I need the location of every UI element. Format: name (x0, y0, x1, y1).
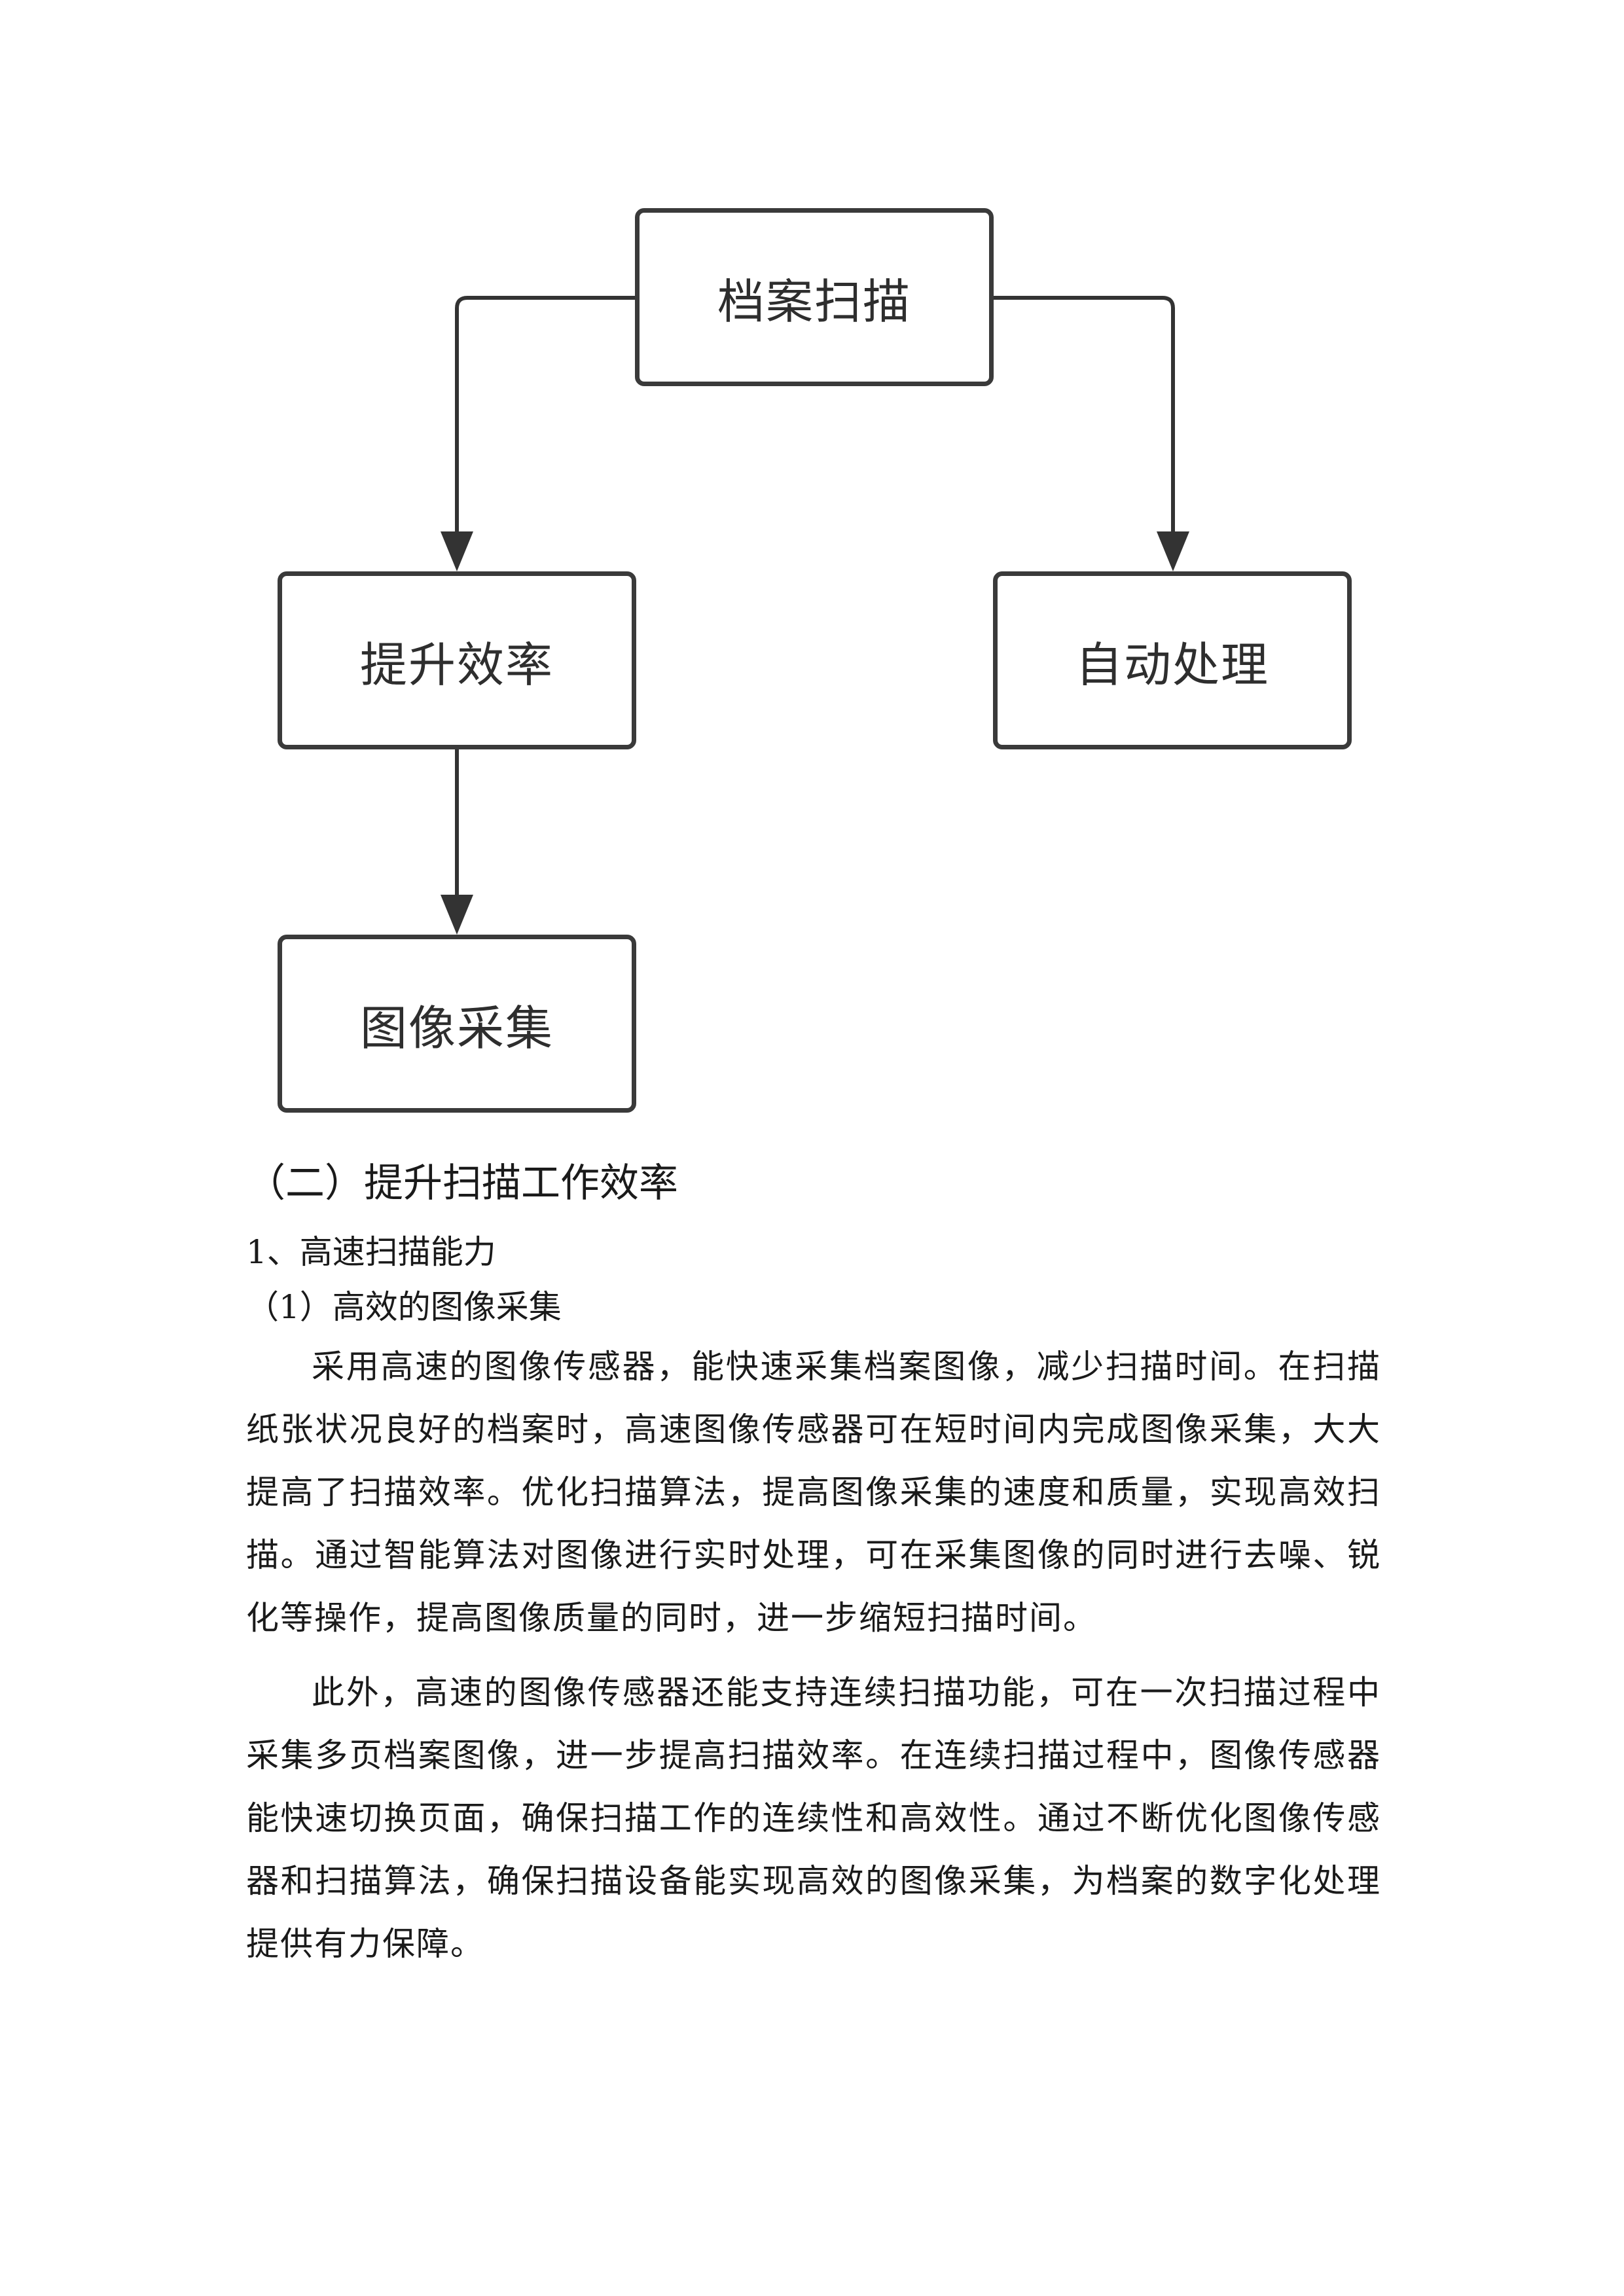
connector-root-to-left (455, 296, 635, 537)
node-label-left: 提升效率 (359, 637, 554, 692)
subsection-heading: 1、高速扫描能力 (246, 1233, 496, 1271)
flow-node-archive-scanning: 档案扫描 (635, 208, 994, 386)
flowchart-connectors (441, 296, 1189, 935)
flowchart-diagram: 档案扫描 提升效率 自动处理 图像采集 (0, 0, 1624, 1139)
subsubsection-heading: （1）高效的图像采集 (246, 1288, 562, 1326)
body-paragraph-2: 此外，高速的图像传感器还能支持连续扫描功能，可在一次扫描过程中采集多页档案图像，… (246, 1674, 1381, 1963)
arrowhead-left (441, 531, 473, 571)
flow-node-image-capture: 图像采集 (278, 935, 636, 1113)
flow-node-improve-efficiency: 提升效率 (278, 571, 636, 749)
node-label-bottom: 图像采集 (359, 1000, 554, 1056)
connector-root-to-right (994, 296, 1175, 537)
node-label-root: 档案扫描 (717, 274, 911, 329)
body-paragraph-1: 采用高速的图像传感器，能快速采集档案图像，减少扫描时间。在扫描纸张状况良好的档案… (246, 1348, 1381, 1637)
flow-node-auto-processing: 自动处理 (993, 571, 1352, 749)
node-label-right: 自动处理 (1075, 637, 1269, 692)
arrowhead-right (1157, 531, 1189, 571)
arrowhead-bottom (441, 895, 473, 935)
section-heading: （二）提升扫描工作效率 (246, 1160, 678, 1206)
